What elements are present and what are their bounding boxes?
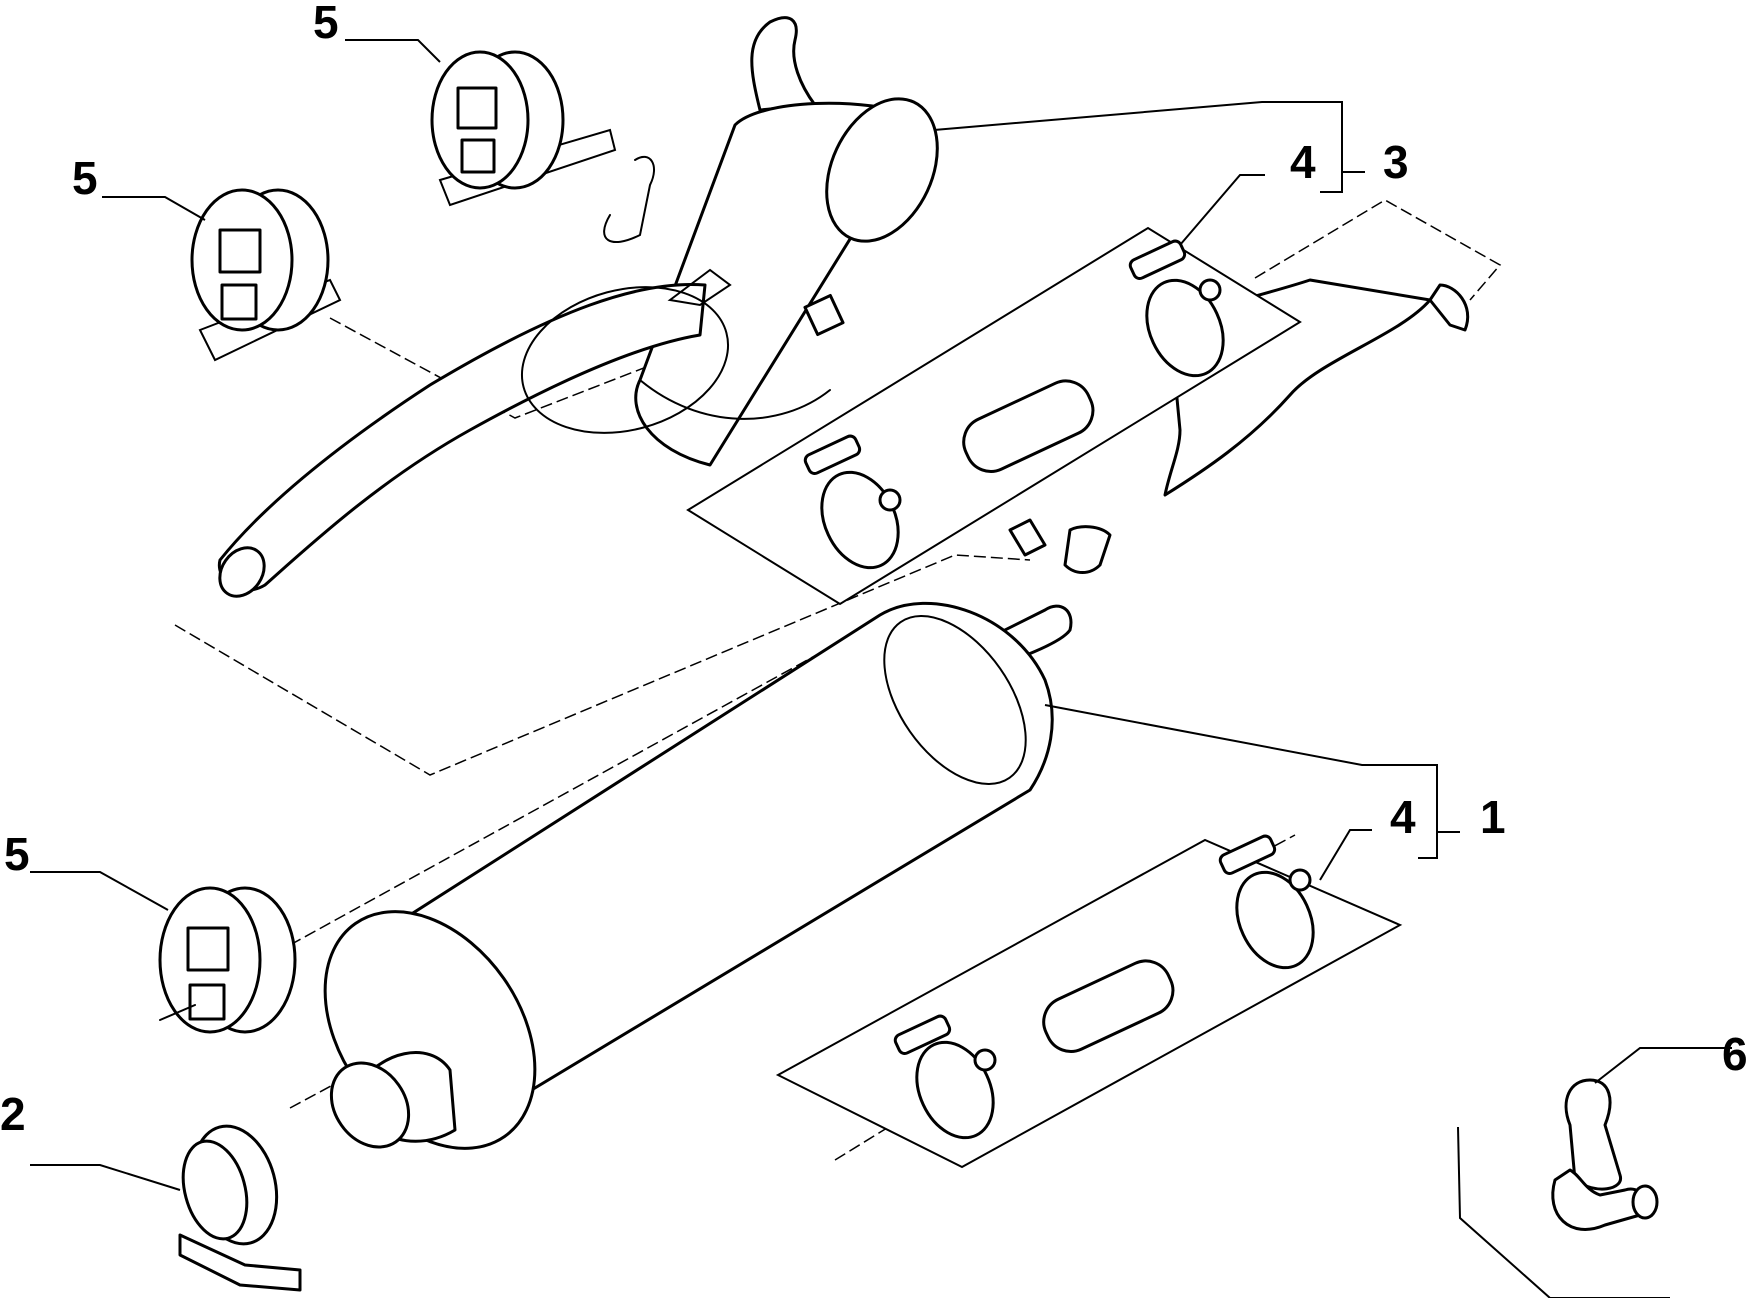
callout-2: 2 <box>0 1088 26 1140</box>
callout-labels: 1 2 3 4 4 5 5 5 6 <box>0 0 1748 1140</box>
rubber-mount-middle <box>190 188 342 362</box>
clamp-kit-lower <box>775 834 1403 1169</box>
callout-5-top: 5 <box>313 0 339 48</box>
leader-lines <box>30 39 1732 1191</box>
rear-silencer-assembly <box>217 16 939 598</box>
sensor-connector <box>1457 1078 1670 1298</box>
callout-4-lower: 4 <box>1390 791 1416 843</box>
rubber-mount-lower <box>158 886 297 1034</box>
front-clamp <box>178 1124 302 1292</box>
clamp-kit-upper <box>686 226 1302 606</box>
callout-3: 3 <box>1383 136 1409 188</box>
front-pipe-silencer-assembly <box>323 278 1470 1150</box>
callout-4-upper: 4 <box>1290 136 1316 188</box>
callout-6: 6 <box>1722 1028 1748 1080</box>
callout-1: 1 <box>1480 791 1506 843</box>
rubber-mount-upper <box>430 50 617 207</box>
callout-5-lower: 5 <box>4 828 30 880</box>
callout-5-middle: 5 <box>72 152 98 204</box>
